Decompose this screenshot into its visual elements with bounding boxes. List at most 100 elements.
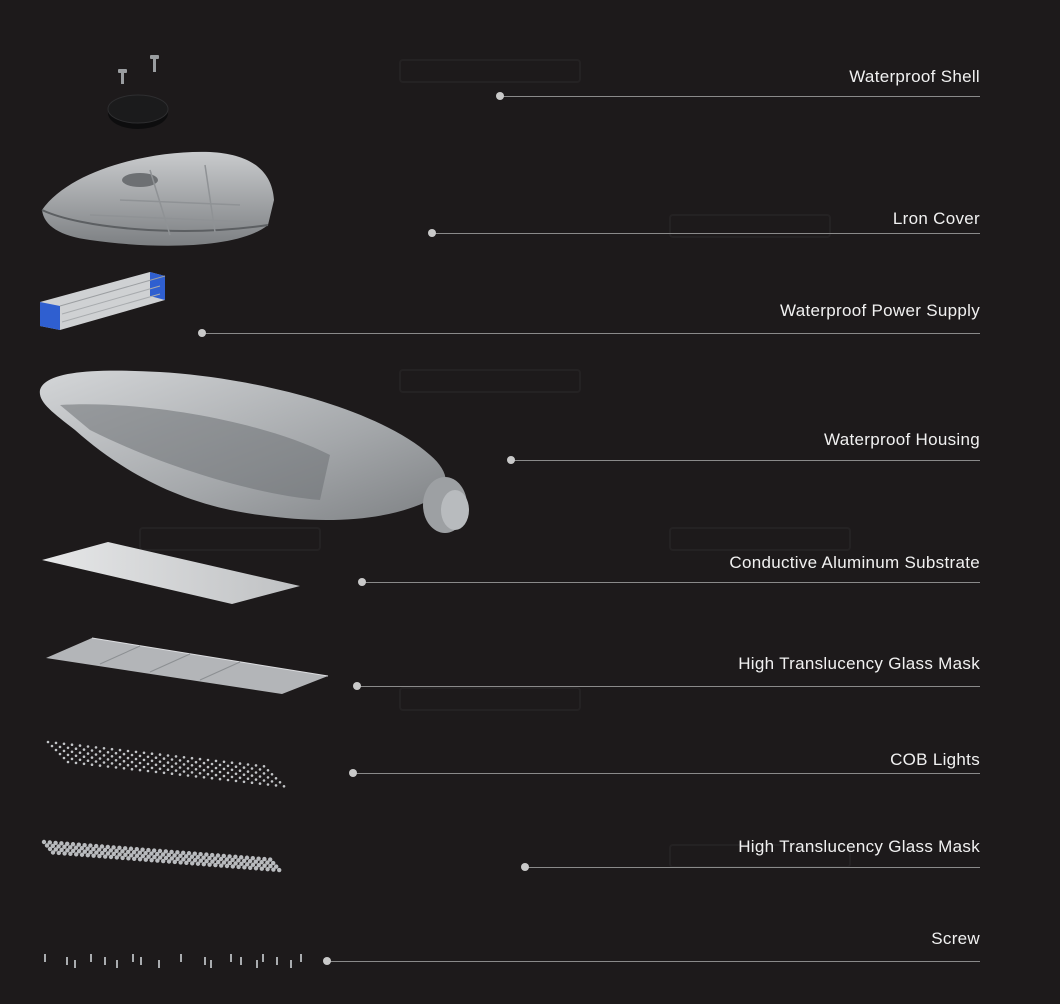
screw-mark	[90, 954, 92, 962]
cob-led-dot	[234, 765, 238, 768]
cob-led-dot	[202, 768, 206, 772]
lens-dot	[198, 851, 203, 857]
cob-led-dot	[126, 763, 130, 767]
lens-dot	[129, 853, 134, 858]
screw-mark	[158, 960, 160, 968]
cob-led-dot	[166, 768, 170, 771]
screw-mark	[74, 960, 76, 968]
lens-dot	[184, 860, 189, 866]
lens-dot	[250, 862, 256, 867]
lens-dot	[210, 852, 215, 858]
lens-dot	[149, 851, 154, 856]
lens-dot	[143, 857, 148, 862]
lens-dot	[126, 849, 131, 854]
lens-dot	[178, 860, 183, 865]
cob-led-dot	[266, 783, 270, 786]
lens-dot	[50, 843, 55, 849]
label-conductive-aluminum-substrate: Conductive Aluminum Substrate	[729, 553, 980, 572]
lens-dot	[103, 854, 108, 859]
cob-led-dot	[114, 751, 118, 755]
cob-led-dot	[230, 768, 234, 772]
cob-led-dot	[146, 762, 150, 766]
cob-led-dot	[178, 773, 182, 776]
lens-dot	[82, 842, 87, 848]
lens-dot	[68, 851, 73, 857]
lens-dot	[97, 853, 102, 859]
cob-led-dot	[146, 755, 150, 759]
cob-led-dot	[274, 777, 278, 780]
lens-dot	[221, 853, 226, 859]
cob-led-dot	[194, 775, 198, 778]
cob-led-dot	[138, 761, 142, 765]
lens-dot	[47, 840, 52, 845]
lens-dot	[146, 854, 151, 859]
cob-led-dot	[134, 757, 138, 761]
lens-dot	[70, 842, 76, 847]
leader-line	[353, 773, 980, 774]
cob-led-dot	[66, 753, 70, 757]
cob-led-dot	[90, 756, 94, 759]
lens-dot	[111, 845, 116, 850]
cob-led-dot	[194, 768, 198, 771]
lens-dot	[149, 857, 154, 863]
cob-led-dot	[202, 761, 206, 765]
lens-dot	[73, 845, 79, 850]
cob-led-dot	[158, 767, 162, 771]
label-waterproof-housing: Waterproof Housing	[824, 430, 980, 449]
label-waterproof-shell: Waterproof Shell	[849, 67, 980, 86]
cob-led-dot	[226, 778, 230, 782]
screw-mark	[66, 957, 68, 965]
lens-dot	[105, 851, 111, 856]
lens-dot	[65, 841, 70, 846]
cob-led-dot	[230, 775, 234, 779]
lens-dot	[175, 850, 180, 855]
cob-led-dot	[182, 770, 186, 773]
cob-led-dot	[62, 756, 66, 760]
lens-dot	[244, 855, 250, 860]
label-cob-lights: COB Lights	[890, 750, 980, 769]
leader-dot	[507, 456, 515, 464]
lens-dot	[108, 854, 114, 860]
lens-dot	[100, 850, 105, 856]
cob-led-dot	[254, 778, 258, 781]
cob-led-dot	[106, 765, 110, 768]
cob-led-dot	[110, 762, 114, 765]
screw-mark	[210, 960, 212, 968]
leader-dot	[353, 682, 361, 690]
lens-dot	[53, 847, 58, 852]
cob-led-dot	[94, 746, 98, 749]
lens-dot	[192, 858, 198, 863]
lens-dot	[74, 852, 79, 857]
cob-led-dot	[82, 762, 86, 766]
screw-mark	[276, 957, 278, 965]
cob-led-dot	[62, 749, 66, 753]
lens-dot	[268, 857, 273, 862]
lens-dot	[108, 848, 114, 853]
lens-dot	[181, 850, 186, 855]
leader-line	[511, 460, 980, 461]
lens-dot	[216, 859, 221, 865]
cob-led-dot	[154, 770, 158, 774]
lens-dot	[227, 860, 232, 866]
lens-dot	[134, 853, 140, 858]
cob-led-dot	[62, 742, 66, 746]
screw-mark	[230, 954, 232, 962]
lens-dot	[62, 851, 67, 856]
cob-led-dot	[70, 757, 74, 761]
cob-led-dot	[262, 765, 266, 768]
lens-dot	[68, 845, 73, 850]
cob-led-dot	[126, 749, 130, 753]
cob-led-dot	[166, 761, 170, 764]
cob-led-dot	[162, 757, 166, 760]
lens-dot	[259, 866, 264, 871]
lens-dot	[82, 849, 88, 854]
lens-dot	[137, 857, 143, 862]
lens-dot	[62, 844, 67, 850]
lens-dot	[265, 860, 270, 865]
cob-led-dot	[238, 769, 242, 772]
cob-led-dot	[186, 774, 190, 777]
cob-led-dot	[262, 772, 266, 775]
lens-dot	[128, 846, 134, 851]
lens-dot	[91, 846, 96, 852]
cob-led-dot	[198, 764, 202, 768]
